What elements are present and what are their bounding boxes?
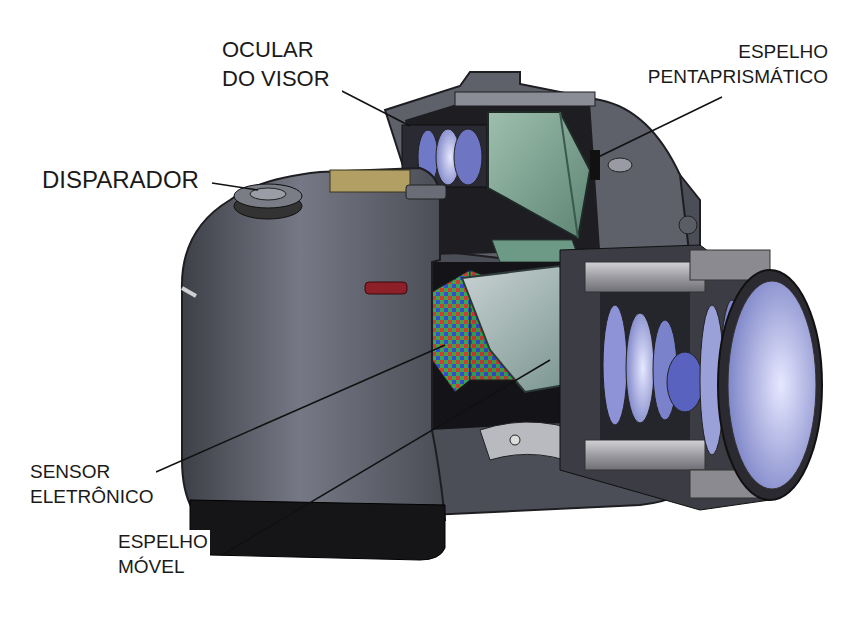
part-label: ESPELHO MÓVEL <box>116 530 210 579</box>
leader-lines <box>156 88 722 555</box>
part-label: DISPARADOR <box>40 164 201 195</box>
part-label: ESPELHO PENTAPRISMÁTICO <box>646 40 830 89</box>
part-label: SENSOR ELETRÔNICO <box>28 460 156 509</box>
part-label: OCULAR DO VISOR <box>220 36 342 93</box>
